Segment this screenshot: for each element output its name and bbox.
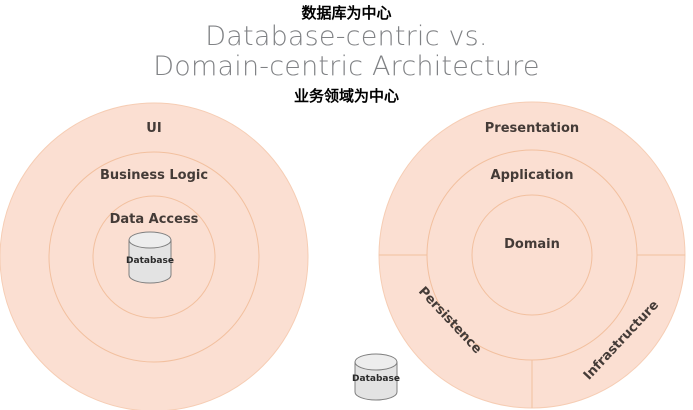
left-database-cylinder-icon: [128, 231, 172, 284]
external-database-cylinder-icon: [354, 353, 398, 401]
right-inner-ring-shape: [471, 194, 593, 316]
right-circle-group: [378, 101, 686, 409]
